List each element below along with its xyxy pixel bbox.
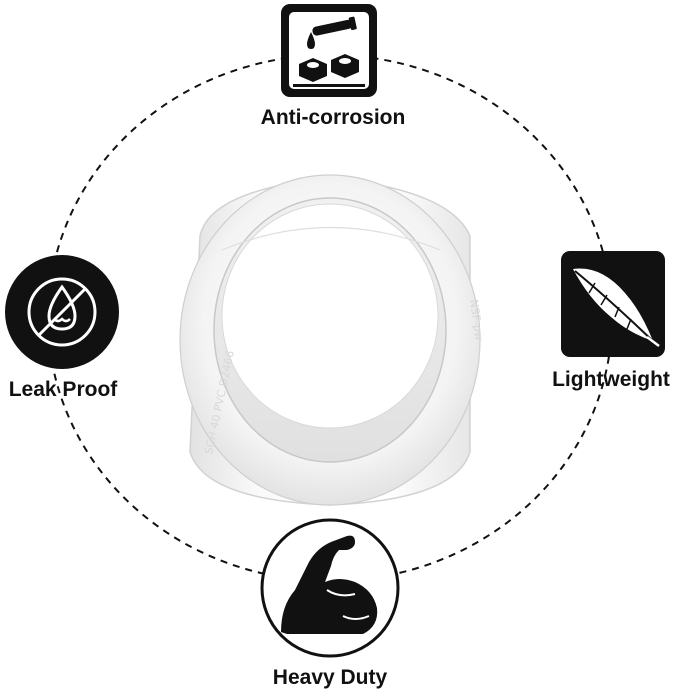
pvc-coupling-fitting: SCH 40 PVC D2466 NSF-pw <box>179 174 486 506</box>
feather-icon <box>561 251 665 357</box>
lightweight-label: Lightweight <box>552 368 670 391</box>
anti-corrosion-label: Anti-corrosion <box>260 106 406 129</box>
heavy-duty-label: Heavy Duty <box>272 666 388 689</box>
flexed-arm-icon <box>260 518 400 658</box>
no-leak-drop-icon <box>5 255 119 369</box>
leak-proof-label: Leak Proof <box>8 378 118 401</box>
svg-text:NSF-pw: NSF-pw <box>467 299 486 342</box>
anti-corrosion-icon <box>281 4 377 97</box>
